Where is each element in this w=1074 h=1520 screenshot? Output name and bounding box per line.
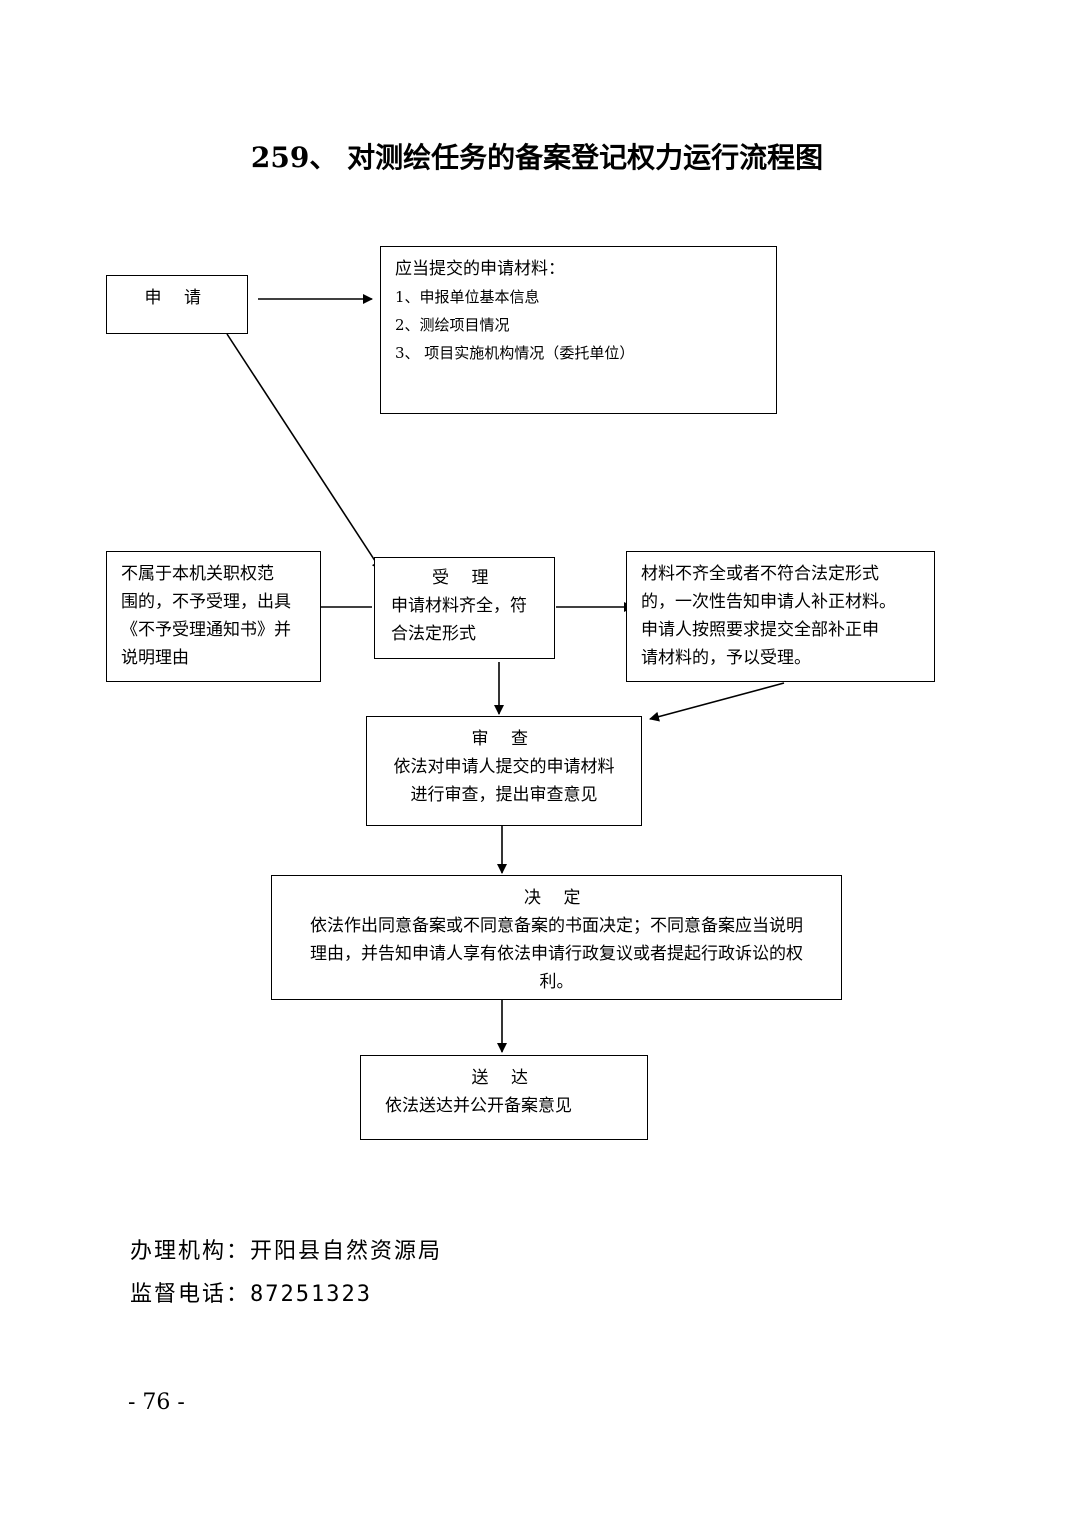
decision-line: 依法作出同意备案或不同意备案的书面决定；不同意备案应当说明: [310, 916, 803, 936]
deliver-line: 依法送达并公开备案意见: [385, 1096, 572, 1116]
incomplete-line: 的，一次性告知申请人补正材料。: [641, 592, 896, 612]
reject-line: 说明理由: [121, 648, 189, 668]
incomplete-line: 材料不齐全或者不符合法定形式: [641, 564, 879, 584]
decision-box: 决 定 依法作出同意备案或不同意备案的书面决定；不同意备案应当说明 理由，并告知…: [271, 875, 842, 1000]
deliver-box: 送 达 依法送达并公开备案意见: [360, 1055, 648, 1140]
accept-line: 申请材料齐全，符: [391, 596, 527, 616]
incomplete-line: 请材料的，予以受理。: [641, 648, 811, 668]
reject-line: 围的，不予受理，出具: [121, 592, 291, 612]
decision-line: 利。: [539, 972, 574, 992]
accept-line: 合法定形式: [391, 624, 476, 644]
review-box: 审 查 依法对申请人提交的申请材料 进行审查，提出审查意见: [366, 716, 642, 826]
accept-box: 受 理 申请材料齐全，符 合法定形式: [374, 557, 555, 659]
decision-label: 决 定: [524, 888, 589, 908]
review-line: 依法对申请人提交的申请材料: [393, 757, 615, 777]
decision-line: 理由，并告知申请人享有依法申请行政复议或者提起行政诉讼的权: [310, 944, 803, 964]
materials-heading: 应当提交的申请材料：: [395, 259, 565, 279]
arrow-incomplete-to-review: [649, 682, 785, 722]
review-line: 进行审查，提出审查意见: [410, 785, 598, 805]
materials-item: 3、 项目实施机构情况（委托单位）: [395, 344, 635, 362]
footer-agency: 办理机构：开阳县自然资源局: [130, 1239, 443, 1264]
reject-line: 不属于本机关职权范: [121, 564, 274, 584]
reject-line: 《不予受理通知书》并: [121, 620, 291, 640]
reject-box: 不属于本机关职权范 围的，不予受理，出具 《不予受理通知书》并 说明理由: [106, 551, 321, 682]
materials-item: 1、申报单位基本信息: [395, 288, 540, 306]
materials-box: 应当提交的申请材料： 1、申报单位基本信息 2、测绘项目情况 3、 项目实施机构…: [380, 246, 777, 414]
materials-item: 2、测绘项目情况: [395, 316, 510, 334]
apply-box: 申 请: [106, 275, 248, 334]
footer-phone: 监督电话：87251323: [130, 1282, 372, 1307]
incomplete-box: 材料不齐全或者不符合法定形式 的，一次性告知申请人补正材料。 申请人按照要求提交…: [626, 551, 935, 682]
page-number: - 76 -: [128, 1390, 185, 1415]
review-label: 审 查: [471, 729, 537, 749]
accept-label: 受 理: [432, 568, 497, 588]
apply-label: 申 请: [144, 288, 210, 308]
page-title: 259、 对测绘任务的备案登记权力运行流程图: [250, 141, 824, 174]
deliver-label: 送 达: [471, 1068, 537, 1088]
incomplete-line: 申请人按照要求提交全部补正申: [641, 620, 879, 640]
arrow-apply-to-accept: [226, 333, 382, 571]
